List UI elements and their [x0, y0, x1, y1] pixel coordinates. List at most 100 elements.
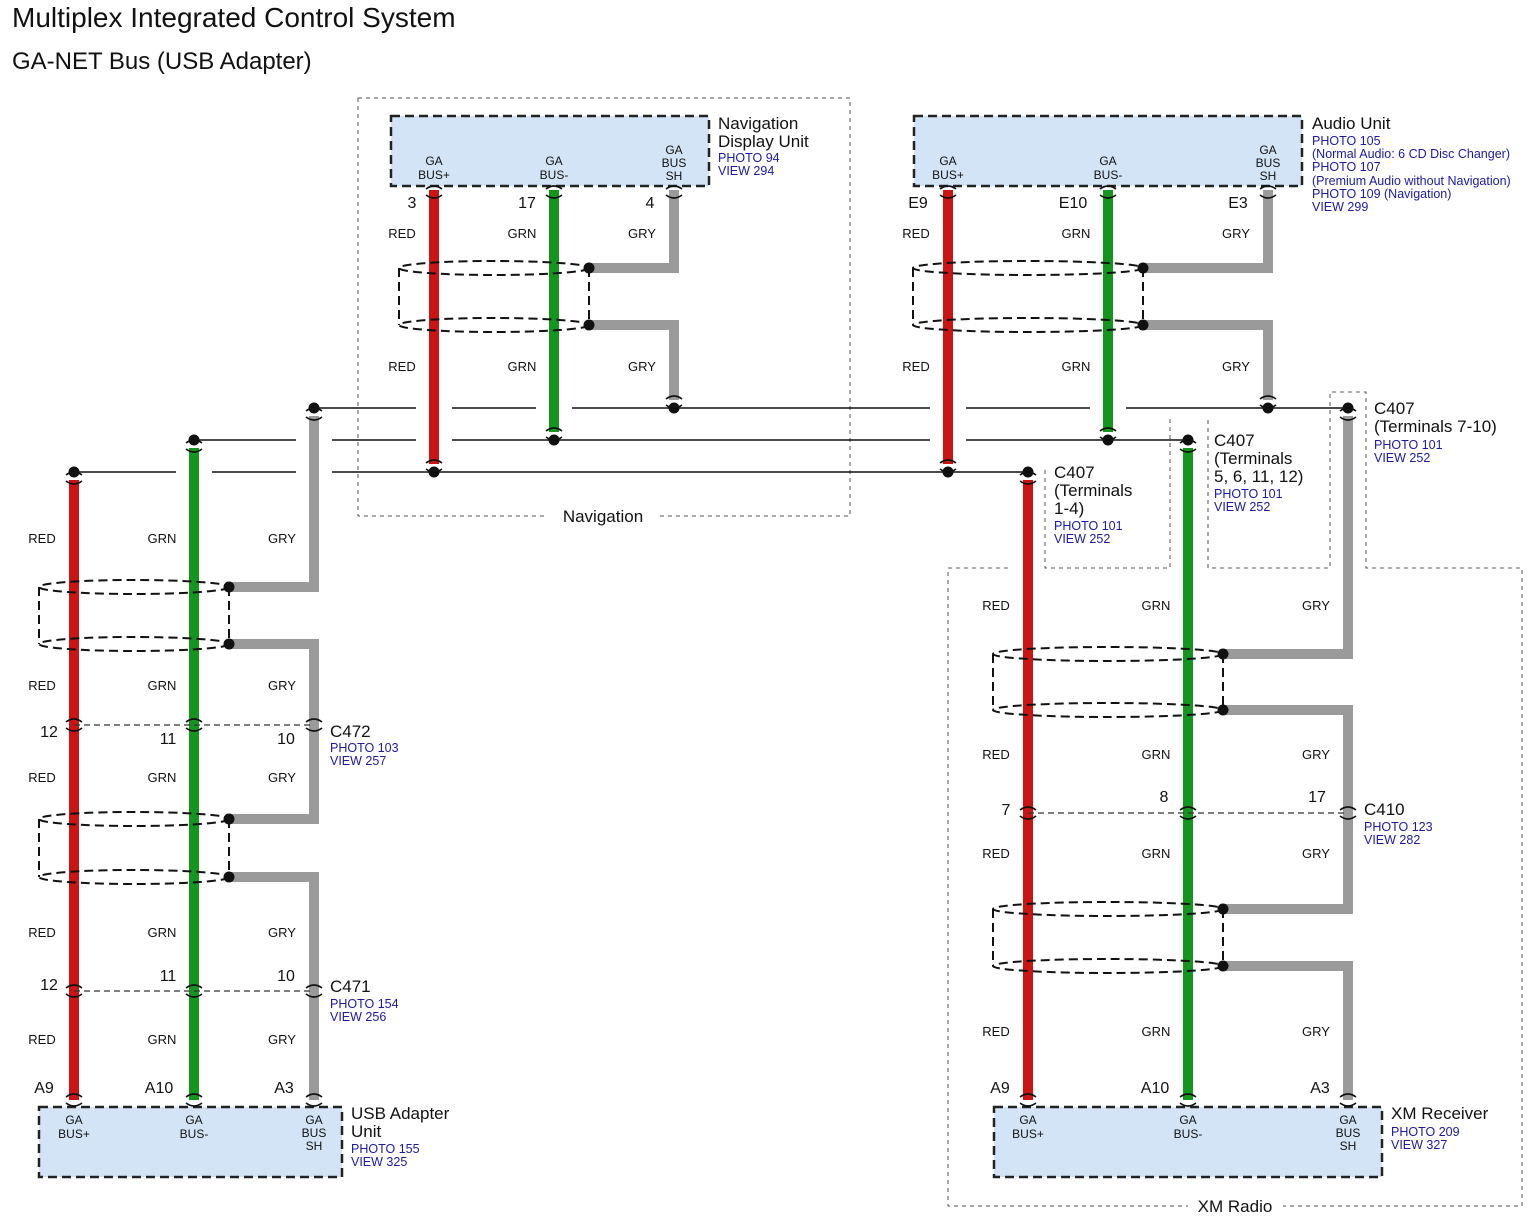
pin-mark [1179, 1093, 1197, 1107]
pin-mark [185, 1093, 203, 1107]
svg-text:GRN: GRN [1142, 1024, 1171, 1039]
c407-terminals-1-4-label: C407 (Terminals 1-4) PHOTO 101 VIEW 252 [1054, 463, 1132, 546]
pin-mark [305, 718, 323, 732]
pin-mark [939, 459, 957, 473]
audio-gray-wire-upper [1143, 190, 1273, 273]
svg-text:RED: RED [388, 226, 415, 241]
splice-dot [1137, 262, 1149, 274]
svg-text:GRN: GRN [148, 770, 177, 785]
svg-text:GRN: GRN [148, 925, 177, 940]
svg-text:GRN: GRN [1142, 846, 1171, 861]
pin-mark [545, 427, 563, 441]
pin-mark [1179, 439, 1197, 453]
svg-text:GRN: GRN [508, 226, 537, 241]
svg-text:RED: RED [982, 1024, 1009, 1039]
usb-gray-wire-3 [229, 872, 319, 1100]
c407-c-outline [1044, 418, 1171, 569]
nav-pin-bus-minus: 17 [518, 195, 536, 212]
svg-text:PHOTO 101: PHOTO 101 [1214, 487, 1283, 501]
splice-dot [223, 638, 235, 650]
svg-text:SH: SH [1340, 1139, 1357, 1153]
pin-mark [65, 1093, 83, 1107]
audio-unit-name: Audio Unit [1312, 114, 1391, 133]
svg-text:RED: RED [902, 359, 929, 374]
pin-mark [1099, 185, 1117, 199]
xm-pin-bus-sh: A3 [1310, 1080, 1330, 1097]
xm-radio-group-label: XM Radio [1198, 1197, 1273, 1216]
splice-dot [1217, 960, 1229, 972]
xm-pin-bus-minus: A10 [1141, 1080, 1170, 1097]
svg-text:1-4): 1-4) [1054, 499, 1084, 518]
svg-text:GRY: GRY [1302, 846, 1330, 861]
svg-text:VIEW 252: VIEW 252 [1214, 500, 1270, 514]
pin-mark [185, 439, 203, 453]
svg-text:BUS-: BUS- [1094, 168, 1123, 182]
xm-terminal-labels: GA BUS+ GA BUS- GA BUS SH [1012, 1113, 1360, 1153]
splice-dot [223, 871, 235, 883]
usb-adapter-view: VIEW 325 [351, 1155, 407, 1169]
svg-text:11: 11 [160, 968, 177, 985]
svg-text:C407: C407 [1374, 399, 1415, 418]
navigation-group-label: Navigation [563, 507, 643, 526]
svg-text:GA: GA [545, 154, 562, 168]
splice-dot [223, 813, 235, 825]
svg-text:RED: RED [982, 846, 1009, 861]
pin-mark [425, 459, 443, 473]
svg-text:GA: GA [939, 154, 956, 168]
c410-label: C410 [1364, 800, 1405, 819]
audio-gray-wire-lower [1143, 320, 1273, 400]
svg-text:BUS-: BUS- [1174, 1127, 1203, 1141]
svg-text:GRN: GRN [1062, 226, 1091, 241]
nav-pin-bus-sh: 4 [646, 195, 655, 212]
c407-terminals-7-10-label: C407 (Terminals 7-10) PHOTO 101 VIEW 252 [1374, 399, 1497, 465]
svg-text:PHOTO 101: PHOTO 101 [1374, 438, 1443, 452]
xm-radio-group-outline [947, 391, 1523, 1207]
c471-label: C471 [330, 977, 371, 996]
xm-receiver-view: VIEW 327 [1391, 1138, 1447, 1152]
svg-text:BUS: BUS [1336, 1126, 1361, 1140]
pin-mark [1259, 395, 1277, 409]
pin-mark [545, 185, 563, 199]
navigation-display-view: VIEW 294 [718, 164, 774, 178]
xm-gray-wire-2 [1223, 705, 1353, 914]
svg-text:PHOTO 101: PHOTO 101 [1054, 519, 1123, 533]
pin-mark [305, 1093, 323, 1107]
nav-gray-wire-lower [589, 320, 679, 400]
pin-mark [65, 471, 83, 485]
svg-text:RED: RED [902, 226, 929, 241]
nav-gray-wire-upper [589, 190, 679, 273]
svg-text:PHOTO 109 (Navigation): PHOTO 109 (Navigation) [1312, 187, 1451, 201]
pin-mark [1339, 407, 1357, 421]
svg-text:GRY: GRY [268, 1032, 296, 1047]
usb-adapter-unit-name: USB Adapter [351, 1104, 450, 1123]
svg-text:VIEW 252: VIEW 252 [1374, 451, 1430, 465]
svg-text:RED: RED [28, 925, 55, 940]
svg-text:(Premium Audio without Navigat: (Premium Audio without Navigation) [1312, 174, 1511, 188]
svg-text:GRY: GRY [1222, 359, 1250, 374]
svg-text:GRY: GRY [628, 226, 656, 241]
pin-mark [1019, 1093, 1037, 1107]
splice-dot [583, 262, 595, 274]
audio-terminal-labels: GA BUS+ GA BUS- GA BUS SH [932, 143, 1280, 183]
svg-text:8: 8 [1160, 789, 1169, 806]
svg-text:Unit: Unit [351, 1122, 382, 1141]
svg-text:(Terminals: (Terminals [1054, 481, 1132, 500]
svg-text:12: 12 [40, 724, 58, 741]
svg-text:VIEW 257: VIEW 257 [330, 754, 386, 768]
svg-text:17: 17 [1308, 789, 1326, 806]
splice-dot [583, 319, 595, 331]
splice-dot [223, 581, 235, 593]
pin-mark [665, 395, 683, 409]
svg-text:GRY: GRY [268, 770, 296, 785]
svg-text:RED: RED [982, 598, 1009, 613]
svg-text:BUS+: BUS+ [418, 168, 450, 182]
pin-mark [185, 984, 203, 998]
svg-text:GA: GA [1019, 1113, 1036, 1127]
c410-connector: 7 8 17 C410 PHOTO 123 VIEW 282 [1002, 789, 1433, 847]
svg-text:GRY: GRY [268, 925, 296, 940]
usb-shield-twist-upper [38, 579, 230, 652]
audio-pin-bus-plus: E9 [908, 195, 928, 212]
svg-text:BUS: BUS [1256, 156, 1281, 170]
usb-shield-twist-lower [38, 811, 230, 885]
svg-text:BUS+: BUS+ [1012, 1127, 1044, 1141]
